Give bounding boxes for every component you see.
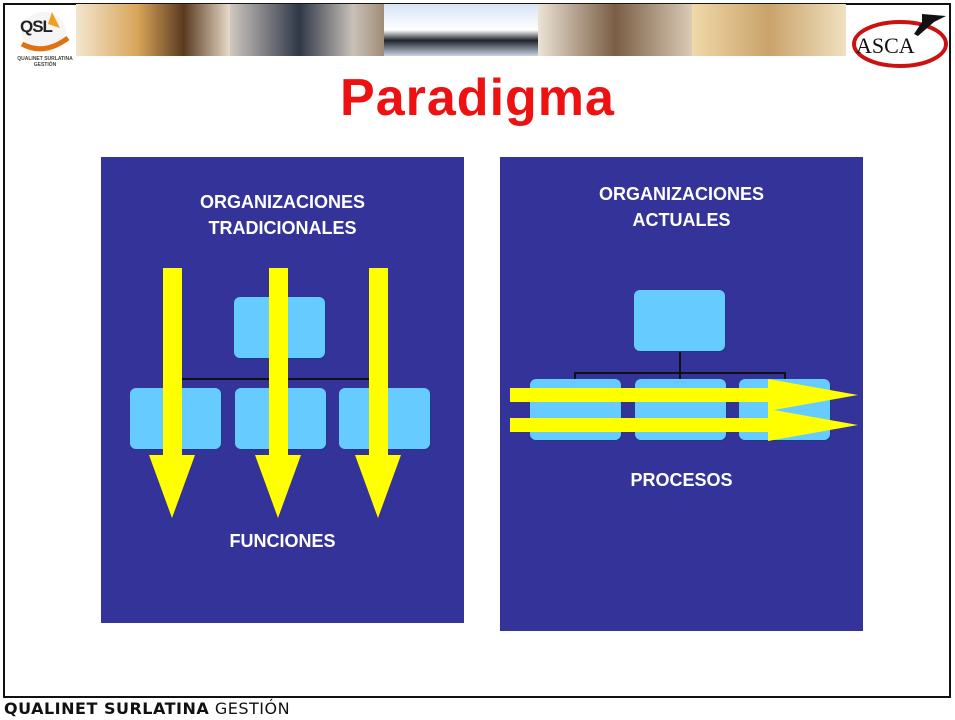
qsl-logo-text: QSL: [20, 17, 53, 36]
qsl-logo-subtitle: QUALINET SURLATINA GESTIÓN: [17, 56, 73, 68]
slide-title: Paradigma: [340, 69, 615, 127]
header-photo-banner: [76, 4, 846, 56]
functions-label: FUNCIONES: [229, 531, 336, 551]
current-heading-line2: ACTUALES: [632, 210, 731, 230]
org-chart-box-top: [234, 297, 325, 358]
footer-brand-thin: GESTIÓN: [209, 699, 291, 718]
org-chart-box: [635, 379, 726, 440]
footer-brand: QUALINET SURLATINA GESTIÓN: [4, 699, 290, 718]
org-chart-box: [235, 388, 326, 449]
org-chart-box: [739, 379, 830, 440]
asca-logo: [852, 14, 948, 68]
org-chart-connector: [679, 372, 681, 382]
traditional-heading-line2: TRADICIONALES: [208, 218, 357, 238]
processes-label: PROCESOS: [630, 470, 733, 490]
footer-brand-bold: QUALINET SURLATINA: [4, 699, 210, 718]
org-chart-connector: [784, 372, 786, 382]
org-chart-connector: [279, 357, 281, 379]
org-chart-connector: [679, 349, 681, 373]
traditional-heading-line1: ORGANIZACIONES: [199, 192, 365, 212]
asca-logo-text: ASCA: [856, 33, 915, 58]
org-chart-box: [130, 388, 221, 449]
org-chart-box: [530, 379, 621, 440]
current-heading-line1: ORGANIZACIONES: [598, 184, 764, 204]
org-chart-connector: [574, 372, 576, 382]
org-chart-box: [339, 388, 430, 449]
org-chart-box-top: [634, 290, 725, 351]
qsl-logo: [20, 12, 70, 52]
